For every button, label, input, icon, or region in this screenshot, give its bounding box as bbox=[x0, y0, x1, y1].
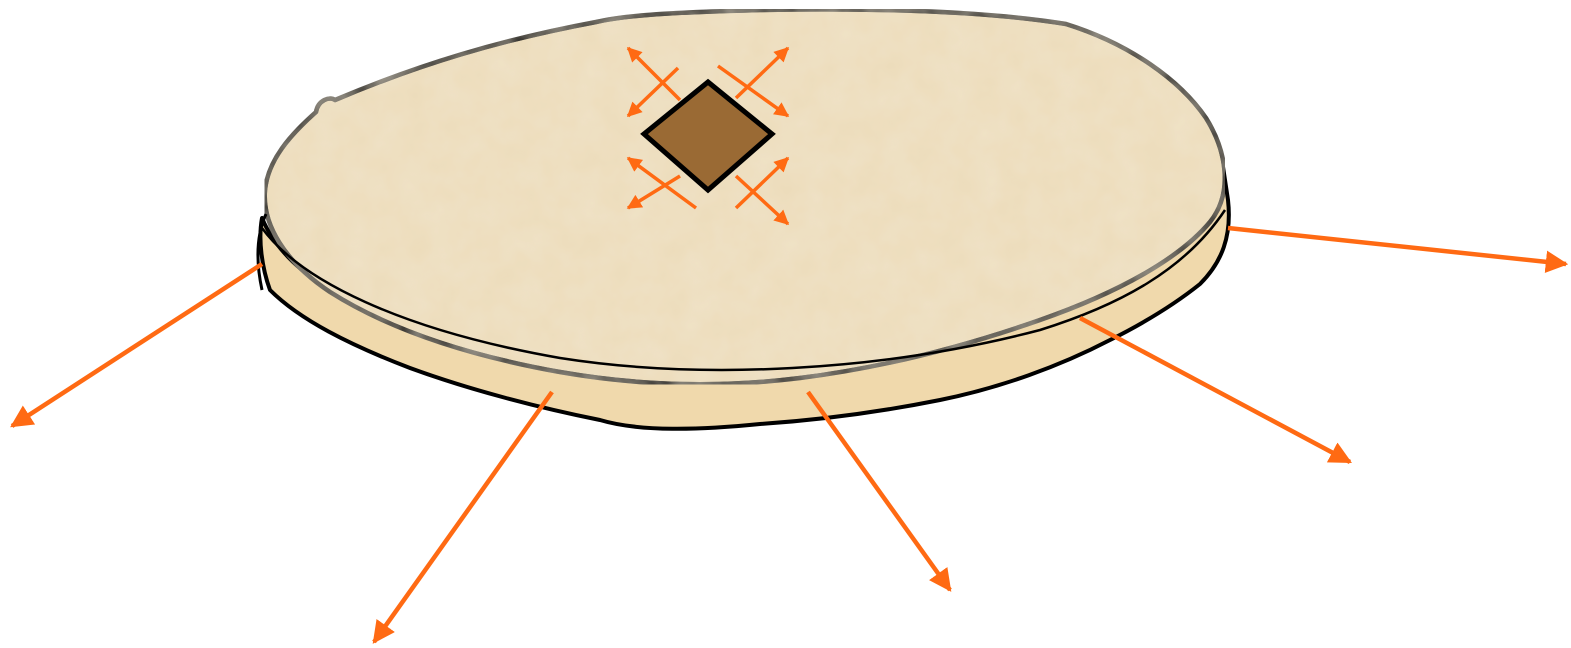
large-arrow-right bbox=[1228, 228, 1566, 264]
large-arrow-bottom-left bbox=[374, 392, 552, 642]
large-arrow-bottom-center bbox=[808, 392, 950, 590]
large-arrow-bottom-right bbox=[1080, 318, 1350, 462]
large-arrow-left bbox=[12, 264, 262, 426]
